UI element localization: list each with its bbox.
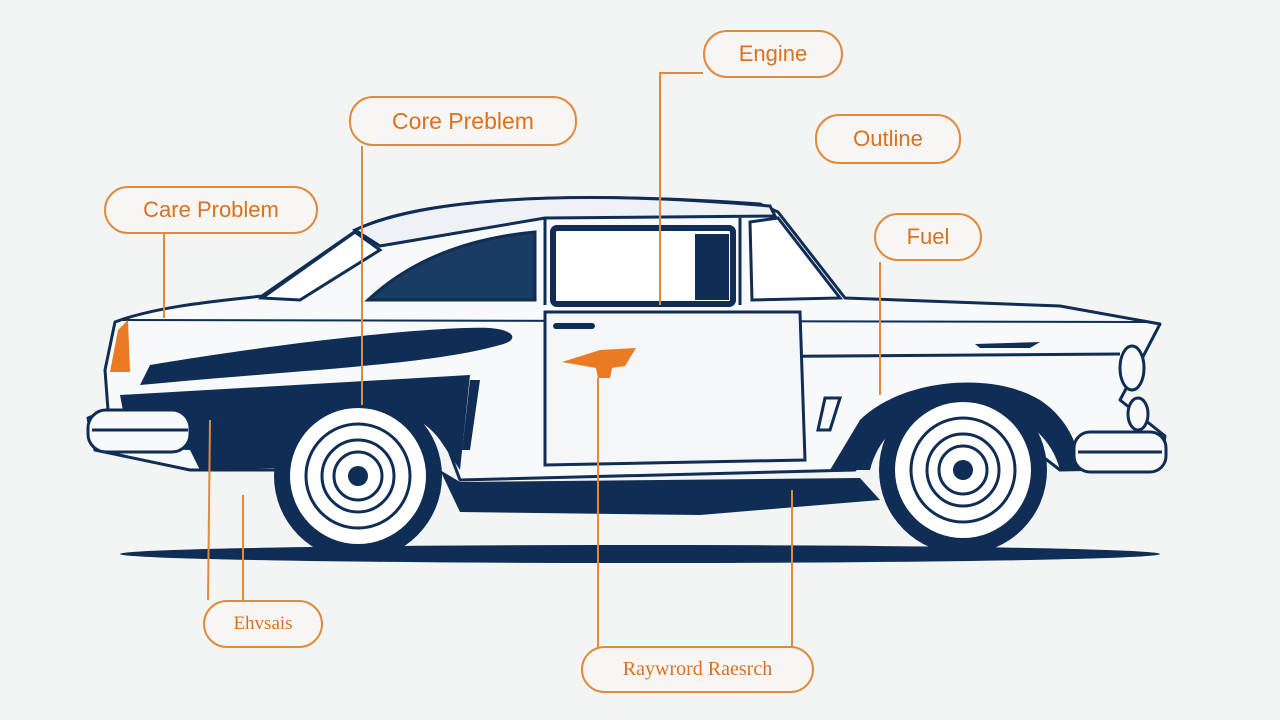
- label-keyword-research: Raywrord Raesrch: [581, 646, 814, 693]
- label-chassis: Ehvsais: [203, 600, 323, 648]
- roof: [351, 196, 778, 248]
- floor-navy: [440, 470, 880, 515]
- rear-window: [748, 216, 844, 302]
- body-navy-panel: [140, 327, 513, 385]
- tail-light: [110, 320, 130, 372]
- label-outline: Outline: [815, 114, 961, 164]
- front-window: [364, 230, 537, 302]
- rear-fender-navy: [830, 382, 1080, 470]
- label-care-problem: Care Problem: [104, 186, 318, 234]
- door-window: [550, 225, 736, 307]
- label-fuel: Fuel: [874, 213, 982, 261]
- rear-wheel: [274, 392, 442, 560]
- leader-lines: [163, 72, 881, 648]
- label-core-problem: Core Prеblem: [349, 96, 577, 146]
- fuel-cap: [562, 348, 636, 378]
- front-wheel: [879, 386, 1047, 554]
- windshield: [257, 230, 383, 302]
- label-engine: Engine: [703, 30, 843, 78]
- door-panel: [543, 310, 807, 467]
- ground-shadow: [120, 545, 1160, 563]
